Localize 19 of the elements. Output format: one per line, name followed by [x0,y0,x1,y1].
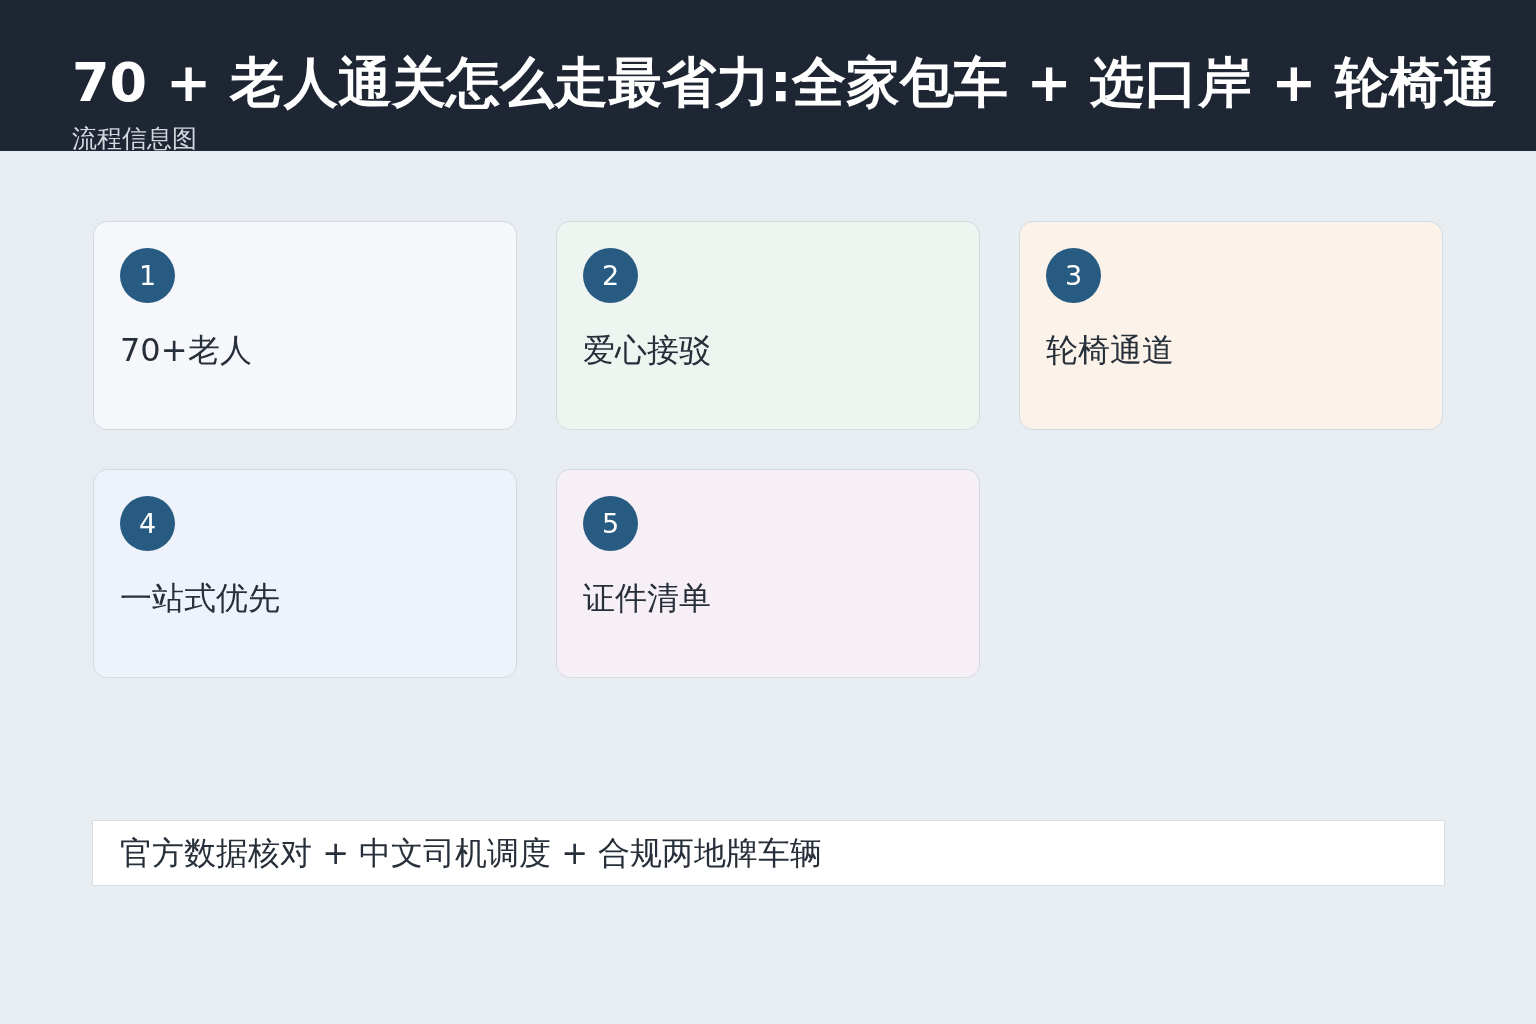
step-number: 3 [1046,248,1101,303]
step-label: 70+老人 [120,330,252,370]
step-label: 一站式优先 [120,578,280,618]
step-number: 1 [120,248,175,303]
summary-text: 官方数据核对 + 中文司机调度 + 合规两地牌车辆 [120,833,823,873]
step-card [556,469,980,678]
subtitle: 流程信息图 [72,124,197,154]
summary-bar [92,820,1445,886]
step-card [556,221,980,430]
step-label: 爱心接驳 [583,330,711,370]
step-label: 证件清单 [583,578,711,618]
step-card [93,469,517,678]
title: 70 + 老人通关怎么走最省力:全家包车 + 选口岸 + 轮椅通 [72,50,1498,116]
step-number: 5 [583,496,638,551]
step-label: 轮椅通道 [1046,330,1174,370]
step-card [1019,221,1443,430]
step-card [93,221,517,430]
step-number: 4 [120,496,175,551]
step-number: 2 [583,248,638,303]
